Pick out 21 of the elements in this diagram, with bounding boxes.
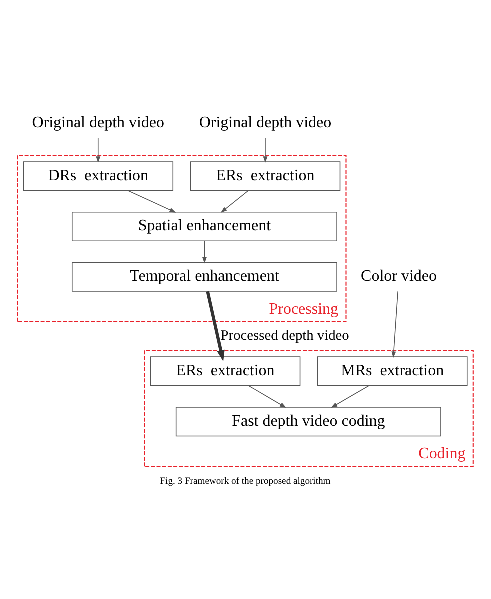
node-box: DRs extraction xyxy=(23,162,174,192)
arrow xyxy=(220,190,249,213)
node-text: Original depth video xyxy=(32,114,165,132)
node-box: Spatial enhancement xyxy=(72,212,338,242)
arrow xyxy=(206,291,225,362)
arrow xyxy=(248,386,286,408)
node-box: ERs extraction xyxy=(150,356,301,386)
node-box: MRs extraction xyxy=(317,356,468,386)
node-text: Original depth video xyxy=(199,114,332,132)
arrow xyxy=(202,240,207,264)
arrow xyxy=(331,386,370,408)
arrow xyxy=(392,291,398,358)
node-box: Fast depth video coding xyxy=(176,407,442,437)
arrow xyxy=(96,138,101,164)
caption: Fig. 3 Framework of the proposed algorithm xyxy=(160,476,331,487)
edge-label: Processed depth video xyxy=(220,328,350,344)
node-box: ERs extraction xyxy=(190,162,341,192)
arrow xyxy=(128,190,176,213)
arrow xyxy=(263,138,268,164)
node-box: Temporal enhancement xyxy=(72,262,338,292)
node-text: Color video xyxy=(361,268,437,286)
